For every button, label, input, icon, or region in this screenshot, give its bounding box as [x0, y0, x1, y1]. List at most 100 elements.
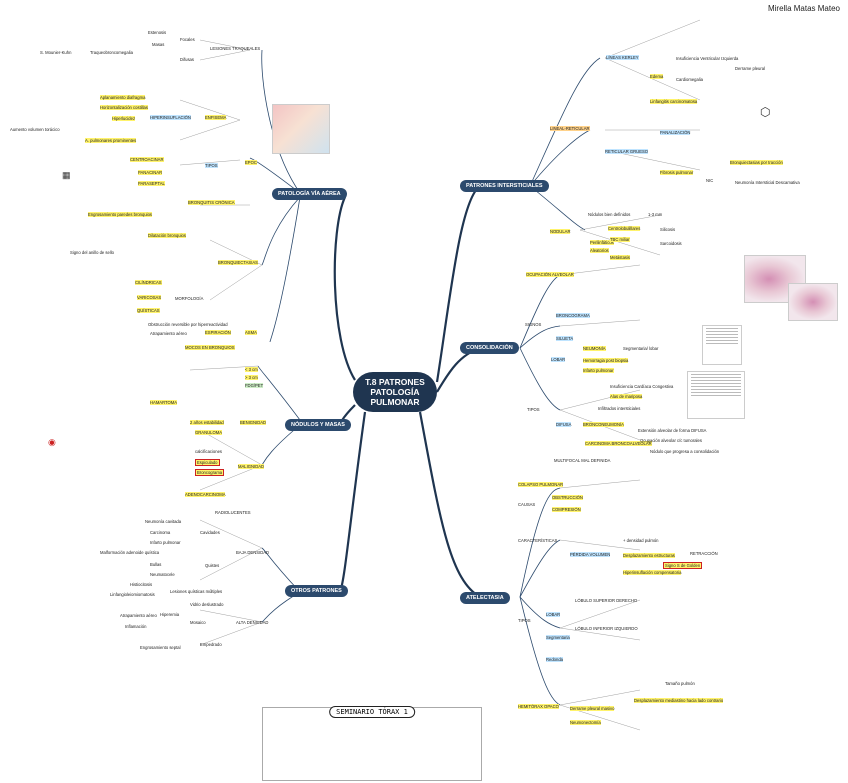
- node-signos: SIGNOS: [525, 322, 542, 327]
- node-lobar-atel: LOBAR: [546, 612, 561, 617]
- node-hiperemia: Hiperemia: [160, 612, 180, 617]
- node-bronquiectasias-traccion: Bronquiectasias por tracción: [730, 160, 783, 165]
- node-lesiones-traqueales: LESIONES TRAQUEALES: [210, 46, 261, 51]
- central-topic[interactable]: T.8 PATRONES PATOLOGÍA PULMONAR: [353, 372, 437, 412]
- topic-nodulos[interactable]: NÓDULOS Y MASAS: [285, 419, 351, 431]
- node-lobar-cons: LOBAR: [551, 357, 566, 362]
- node-edema-cardio: Insuficiencia Cardíaca Congestiva: [610, 384, 674, 389]
- node-fibrosis: Fibrosis pulmonar: [660, 170, 694, 175]
- node-lineal: LINEAL-RETICULAR: [550, 126, 590, 131]
- node-colapso: COLAPSO PULMONAR: [518, 482, 564, 487]
- node-morfologia: MORFOLOGÍA: [175, 296, 204, 301]
- node-multifocal: MULTIFOCAL MAL DEFINIDA: [554, 458, 611, 463]
- node-lesiones-multiples: Lesiones quísticas múltiples: [170, 589, 223, 594]
- node-engrosamiento-septal: Engrosamiento septal: [140, 645, 181, 650]
- node-tbc: TBC miliar: [610, 237, 630, 242]
- node-nid: Neumonía Intersticial Descamativa: [735, 180, 800, 185]
- nodule-drawing-icon: ◉: [48, 437, 56, 447]
- node-caracteristicas: CARACTERÍSTICAS: [518, 538, 558, 543]
- node-cardiomegalia: Cardiomegalia: [676, 77, 703, 82]
- node-lineas-kerley: LÍNEAS KERLEY: [606, 55, 639, 60]
- node-extension: Extensión alveolar de forma DIFUSA: [638, 428, 707, 433]
- node-granuloma: GRANULOMA: [195, 430, 222, 435]
- node-hiperinsuflacion: HIPERINSUFLACIÓN: [150, 115, 191, 120]
- node-epoc: EPOC: [245, 160, 257, 165]
- node-carcinoma-bronco: CARCINOMA BRONCOALVEOLAR: [585, 441, 652, 446]
- node-focales: Focales: [180, 37, 195, 42]
- topic-intersticiales[interactable]: PATRONES INTERSTICIALES: [460, 180, 549, 192]
- node-fdg: FDG/PET: [245, 383, 264, 388]
- node-bronquitis: BRONQUITIS CRÓNICA: [188, 200, 235, 205]
- center-line-1: T.8 PATRONES: [365, 377, 425, 387]
- node-perilinfaticos: Perilinfáticos: [590, 240, 614, 245]
- node-infarto: Infarto pulmonar: [150, 540, 181, 545]
- node-tipos-atel: TIPOS: [518, 618, 531, 623]
- node-desplazamiento: Desplazamiento estructuras: [623, 553, 675, 558]
- node-segmentaria-cons: Segmentaria/ lobar: [623, 346, 659, 351]
- honeycomb-icon: ⬡: [760, 105, 771, 119]
- topic-via-aerea[interactable]: PATOLOGÍA VÍA AÉREA: [272, 188, 347, 200]
- node-difusas: Difusas: [180, 57, 194, 62]
- node-infarto-cons: Infarto pulmonar: [583, 368, 614, 373]
- node-baja-densidad: BAJA DENSIDAD: [236, 550, 270, 555]
- emphysema-illustration: [272, 104, 330, 154]
- node-derrame: Derrame pleural: [735, 66, 766, 71]
- node-espiculado: Espiculado: [195, 459, 220, 466]
- node-metastasis: Metástasis: [610, 255, 631, 260]
- topic-consolidacion[interactable]: CONSOLIDACIÓN: [460, 342, 519, 354]
- node-centrolobulillares: Centrolobulillares: [608, 226, 641, 231]
- node-reticular-grueso: RETICULAR GRUESO: [605, 149, 649, 154]
- node-difusa: DIFUSA: [556, 422, 572, 427]
- node-radiolucentes: RADIOLUCENTES: [215, 510, 251, 515]
- topic-atelectasia[interactable]: ATELECTASIA: [460, 592, 510, 604]
- node-lsd: LÓBULO SUPERIOR DERECHO: [575, 598, 638, 603]
- node-redonda: Redonda: [546, 657, 563, 662]
- node-insuficiencia: Insuficiencia Ventricular Izquierda: [676, 56, 739, 61]
- node-traqueobronco: Traqueobroncomegalia: [90, 50, 133, 55]
- node-linfangitis: Linfangitis carcinomatosa: [650, 99, 698, 104]
- node-vidrio: Vidrio deslustrado: [190, 602, 224, 607]
- node-quistes: Quistes: [205, 563, 220, 568]
- node-cilindricas: CILÍNDRICAS: [135, 280, 162, 285]
- node-densidad: + densidad pulmón: [623, 538, 659, 543]
- node-infiltrados: Infiltrados intersticiales: [598, 406, 641, 411]
- node-cavidades: Cavidades: [200, 530, 220, 535]
- node-nodular: NODULAR: [550, 229, 571, 234]
- node-tipos: TIPOS: [205, 163, 218, 168]
- note-snippet-2: [687, 371, 745, 419]
- node-masa: > 3 cm: [245, 375, 258, 380]
- node-tamano-pulmon: Tamaño pulmón: [665, 681, 695, 686]
- node-linfangio: Linfangioleiomiomatosis: [110, 592, 155, 597]
- node-broncograma: Broncograma: [195, 469, 225, 476]
- node-signo-anillo: Signo del anillo de sello: [70, 250, 114, 255]
- node-causas: CAUSAS: [518, 502, 536, 507]
- node-adenocarcinoma: ADENOCARCINOMA: [185, 492, 226, 497]
- node-horizontalizacion: Horizontalización costillas: [100, 105, 148, 110]
- node-carcinoma: Carcinoma: [150, 530, 171, 535]
- node-lid: LÓBULO INFERIOR IZQUIERDO: [575, 626, 638, 631]
- node-histiocitosis: Histiocitosis: [130, 582, 153, 587]
- node-hamartoma: HAMARTOMA: [150, 400, 178, 405]
- node-atrapamiento-aereo: Atrapamiento aéreo: [150, 331, 187, 336]
- node-masas: Masas: [152, 42, 165, 47]
- topic-otros[interactable]: OTROS PATRONES: [285, 585, 348, 597]
- node-obstruccion-atel: OBSTRUCCIÓN: [552, 495, 583, 500]
- node-aplanamiento: Aplanamiento diafragma: [100, 95, 146, 100]
- node-benignidad: BENIGNIDAD: [240, 420, 267, 425]
- node-calcificaciones: calcificaciones: [195, 449, 222, 454]
- lung-illustration-bottom: [788, 283, 838, 321]
- node-edema: Edema: [650, 74, 664, 79]
- node-hiperlucidez: Hiperlucidez: [112, 116, 136, 121]
- node-empedrado: Empedrado: [200, 642, 222, 647]
- node-neumonia: NEUMONÍA: [583, 346, 606, 351]
- node-nodulos-bien: Nódulos bien definidos: [588, 212, 631, 217]
- node-estenosis: Estenosis: [148, 30, 167, 35]
- node-hiperinsuflacion-atel: Hiperinsuflación compensatoria: [623, 570, 682, 575]
- node-silueta: SILUETA: [556, 336, 574, 341]
- node-broncograma-cons: BRONCOGRAMA: [556, 313, 590, 318]
- lung-texture-icon: ▦: [62, 170, 71, 180]
- node-mounier: S. Mounier-Kuhn: [40, 50, 72, 55]
- node-compresion: COMPRESIÓN: [552, 507, 581, 512]
- node-neumonectomia: Neumonectomía: [570, 720, 601, 725]
- node-centroacinar: CENTROACINAR: [130, 157, 164, 162]
